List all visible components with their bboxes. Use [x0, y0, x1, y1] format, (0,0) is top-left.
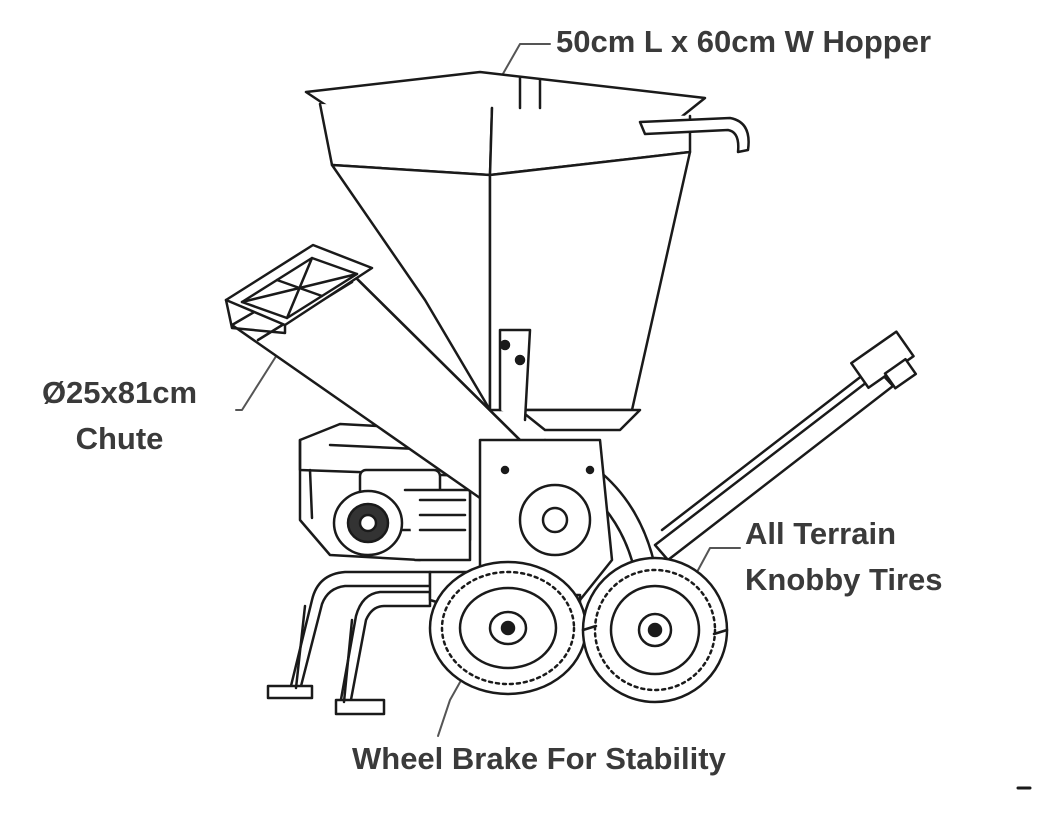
brake-callout: Wheel Brake For Stability: [352, 741, 726, 776]
chute: [224, 243, 532, 507]
hopper-callout: 50cm L x 60cm W Hopper: [556, 24, 932, 59]
chute-callout-line1: Ø25x81cm: [41, 375, 198, 410]
chute-leader: [235, 349, 281, 411]
brake-wheel: [428, 560, 588, 696]
tires-callout-line2: Knobby Tires: [745, 562, 943, 597]
tires-callout: All Terrain Knobby Tires: [745, 511, 943, 603]
tow-handle: [653, 330, 918, 562]
tires-callout-line1: All Terrain: [745, 516, 897, 551]
hopper: [304, 70, 750, 432]
chute-callout-line2: Chute: [75, 421, 164, 456]
chute-callout: Ø25x81cm Chute: [12, 370, 227, 462]
knobby-wheel: [581, 556, 729, 704]
support-stand: [266, 570, 432, 716]
